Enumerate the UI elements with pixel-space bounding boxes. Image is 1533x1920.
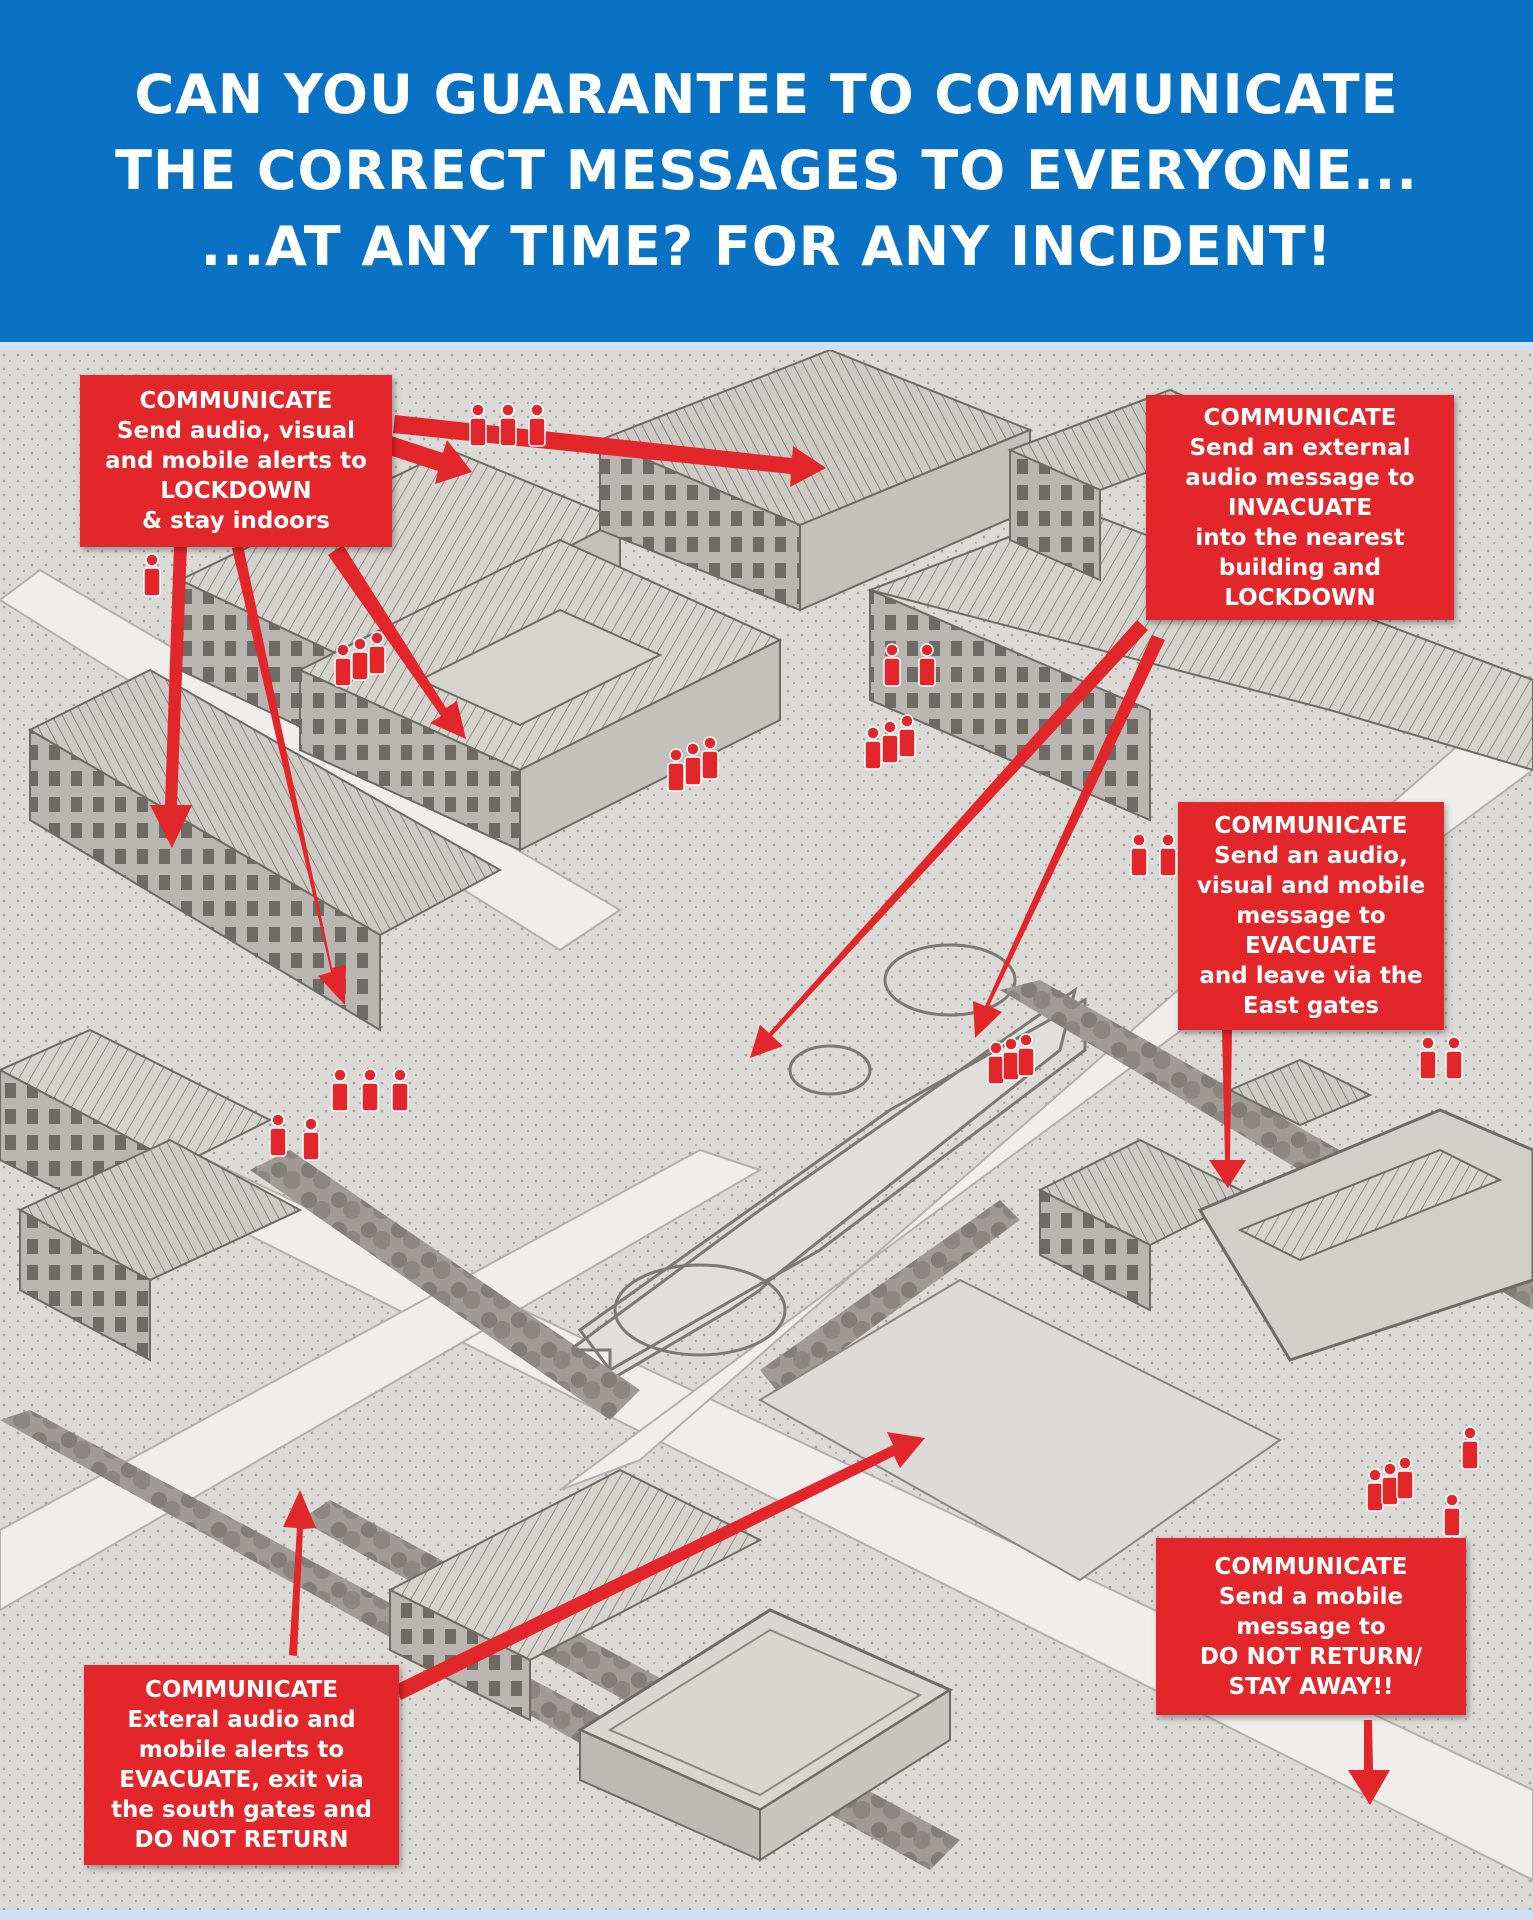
person-icon [1002,1037,1020,1081]
person-icon [334,643,352,687]
callout-evacuate-east-line-3: visual and mobile [1196,873,1426,899]
person-icon [898,714,916,758]
person-icon [1445,1036,1463,1080]
arrow-icon [1348,1720,1390,1805]
person-icon [1396,1456,1414,1500]
callout-evacuate-south-line-2: Exteral audio and [127,1707,356,1733]
callout-invacuate-line-1: COMMUNICATE [1203,404,1397,431]
callout-invacuate-line-6: building and [1218,554,1382,581]
arrow-icon [973,635,1165,1038]
callout-do-not-return-line-1: COMMUNICATE [1214,1553,1408,1580]
footer-divider [0,1910,1533,1920]
callout-lockdown-line-2: Send audio, visual [116,418,356,444]
headline-line-1: CAN YOU GUARANTEE TO COMMUNICATE [134,63,1399,126]
callout-lockdown: COMMUNICATE Send audio, visual and mobil… [80,375,392,547]
person-icon [1443,1493,1461,1537]
person-icon [918,643,936,687]
callout-evacuate-east-line-1: COMMUNICATE [1214,813,1408,839]
person-icon [391,1068,409,1112]
callout-do-not-return-line-4: DO NOT RETURN/ [1199,1643,1423,1670]
person-icon [469,403,487,447]
person-icon [881,720,899,764]
person-icon [701,736,719,780]
person-icon [361,1068,379,1112]
callout-invacuate-line-2: Send an external [1189,434,1411,461]
person-icon [528,403,546,447]
callout-evacuate-east-line-4: message to [1236,903,1386,929]
callout-evacuate-south-line-1: COMMUNICATE [145,1677,338,1703]
callout-lockdown-line-1: COMMUNICATE [139,388,333,414]
callout-lockdown-line-4: LOCKDOWN [160,478,312,504]
person-icon [1419,1036,1437,1080]
arrow-icon [395,1432,925,1700]
person-icon [864,726,882,770]
callout-evacuate-east-line-2: Send an audio, [1214,843,1408,869]
campus-illustration: COMMUNICATE Send audio, visual and mobil… [0,105,1533,1910]
callout-do-not-return: COMMUNICATE Send a mobile message to DO … [1156,1538,1466,1715]
callout-invacuate: COMMUNICATE Send an external audio messa… [1146,395,1454,620]
alert-arrows [150,415,1390,1805]
callout-do-not-return-line-5: STAY AWAY!! [1228,1673,1394,1700]
callout-evacuate-south-line-6: DO NOT RETURN [134,1827,349,1853]
callout-evacuate-east: COMMUNICATE Send an audio, visual and mo… [1178,802,1444,1030]
callout-invacuate-line-4: INVACUATE [1227,494,1373,521]
callout-evacuate-east-line-6: and leave via the [1199,963,1423,989]
person-icon [499,403,517,447]
person-icon [883,643,901,687]
person-icon [1017,1033,1035,1077]
person-icon [1381,1462,1399,1506]
arrow-icon [383,435,472,484]
headline-line-2: THE CORRECT MESSAGES TO EVERYONE... [115,139,1418,202]
callout-do-not-return-line-3: message to [1236,1613,1386,1640]
headline-line-3: ...AT ANY TIME? FOR ANY INCIDENT! [200,215,1333,278]
open-field [758,1278,1282,1582]
callout-invacuate-line-5: into the nearest [1195,524,1405,551]
person-icon [1366,1468,1384,1512]
header-banner: CAN YOU GUARANTEE TO COMMUNICATE THE COR… [0,0,1533,342]
person-icon [269,1113,287,1157]
callout-evacuate-south: COMMUNICATE Exteral audio and mobile ale… [84,1665,399,1865]
buildings [0,348,1533,1862]
person-icon [684,742,702,786]
callout-evacuate-east-line-7: East gates [1242,993,1380,1019]
person-icon [351,637,369,681]
person-icon [331,1068,349,1112]
person-icon [1461,1426,1479,1470]
callout-do-not-return-line-2: Send a mobile [1218,1583,1404,1610]
arrow-icon [1209,1030,1246,1188]
callout-invacuate-line-3: audio message to [1185,464,1415,491]
callout-evacuate-east-line-5: EVACUATE [1244,933,1377,959]
header-divider [0,342,1533,350]
person-icon [667,748,685,792]
callout-evacuate-south-line-4: EVACUATE, exit via [119,1767,364,1793]
person-icon [987,1041,1005,1085]
person-icon [368,631,386,675]
callout-invacuate-line-7: LOCKDOWN [1224,584,1376,611]
arrow-icon [150,545,192,848]
callout-lockdown-line-3: and mobile alerts to [105,448,367,474]
callout-evacuate-south-line-3: mobile alerts to [138,1737,345,1763]
arrow-icon [283,1490,316,1656]
callout-lockdown-line-5: & stay indoors [142,508,330,534]
arrow-icon [750,620,1148,1058]
person-icon [143,553,161,597]
person-icon [1130,833,1148,877]
arrow-icon [328,545,466,739]
arrow-icon [232,545,346,1005]
person-icon [1159,833,1177,877]
callout-evacuate-south-line-5: the south gates and [111,1797,372,1823]
person-icon [302,1117,320,1161]
